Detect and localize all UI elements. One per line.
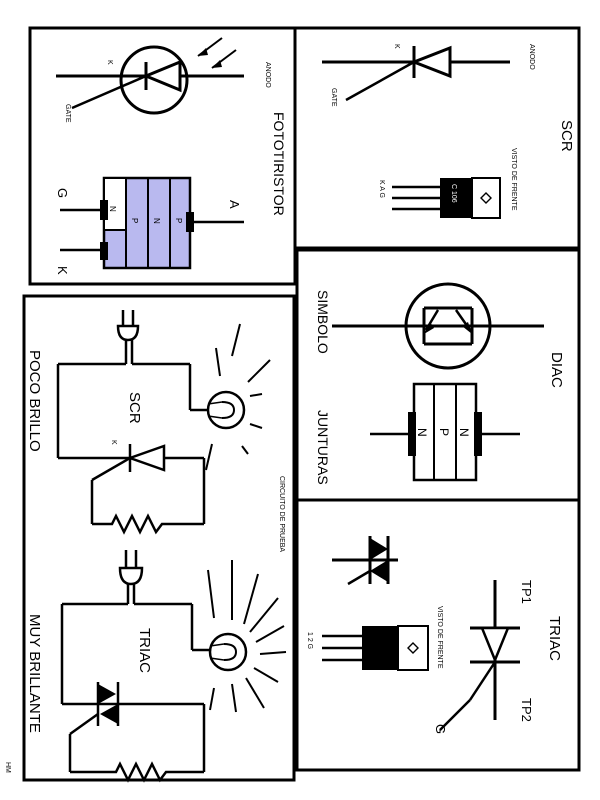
triac-visto-de-frente: VISTO DE FRENTE — [436, 606, 443, 669]
scr-pins-label: K A G — [378, 180, 385, 198]
scr-visto-de-frente: VISTO DE FRENTE — [510, 148, 517, 211]
triac-title: TRIAC — [546, 616, 563, 661]
author-mark: HM — [4, 762, 11, 773]
fototiristor-layer-1: P — [174, 218, 183, 223]
fototiristor-g-label: G — [55, 188, 70, 198]
fototiristor-k-big-label: K — [55, 266, 70, 275]
diac-symbol — [332, 282, 544, 370]
triac-g-label: G — [433, 724, 448, 734]
fototiristor-k-label: K — [106, 60, 113, 65]
fototiristor-title: FOTOTIRISTOR — [271, 112, 287, 216]
scr-test-circuit — [56, 310, 271, 535]
scr-package — [392, 177, 501, 219]
fototiristor-layer-3: P — [130, 218, 139, 223]
fototiristor-layer-4: N — [108, 206, 117, 212]
fototiristor-anodo-label: ANODO — [264, 62, 271, 88]
diac-title: DIAC — [548, 352, 565, 388]
triac-tp2-label: TP2 — [519, 698, 534, 722]
circuito-panel — [22, 294, 296, 782]
scr-anodo-label: ANODO — [528, 44, 535, 70]
circuito-k-label: K — [110, 440, 117, 445]
circuito-scr-label: SCR — [126, 392, 143, 424]
fototiristor-a-label: A — [227, 200, 242, 209]
triac-small-symbol — [332, 536, 398, 586]
diac-layer-1: N — [457, 428, 471, 437]
poco-brillo-label: POCO BRILLO — [26, 350, 43, 452]
circuito-triac-label: TRIAC — [136, 628, 153, 673]
triac-symbol — [439, 580, 520, 731]
fototiristor-layers — [60, 176, 244, 270]
scr-k-label: K — [393, 44, 400, 49]
scr-package-code: C 106 — [450, 184, 457, 203]
fototiristor-gate-label: GATE — [64, 104, 71, 123]
diac-simbolo-label: SIMBOLO — [315, 290, 331, 354]
circuito-de-prueba-title: CIRCUITO DE PRUEBA — [278, 476, 285, 552]
triac-test-circuit — [60, 550, 287, 783]
diac-layers — [370, 382, 520, 482]
fototiristor-layer-2: N — [152, 218, 161, 224]
fototiristor-panel — [28, 26, 297, 286]
triac-package — [322, 625, 429, 671]
diac-junturas-label: JUNTURAS — [315, 410, 331, 485]
diac-layer-2: P — [437, 428, 451, 436]
fototiristor-symbol — [56, 37, 244, 115]
muy-brillante-label: MUY BRILLANTE — [26, 614, 43, 733]
scr-symbol — [322, 45, 510, 102]
diac-layer-3: N — [415, 428, 429, 437]
scr-gate-label: GATE — [330, 88, 337, 107]
triac-tp1-label: TP1 — [519, 580, 534, 604]
triac-pins-label: 1 2 G — [306, 632, 313, 649]
scr-title: SCR — [558, 120, 575, 152]
triac-panel — [295, 498, 581, 772]
